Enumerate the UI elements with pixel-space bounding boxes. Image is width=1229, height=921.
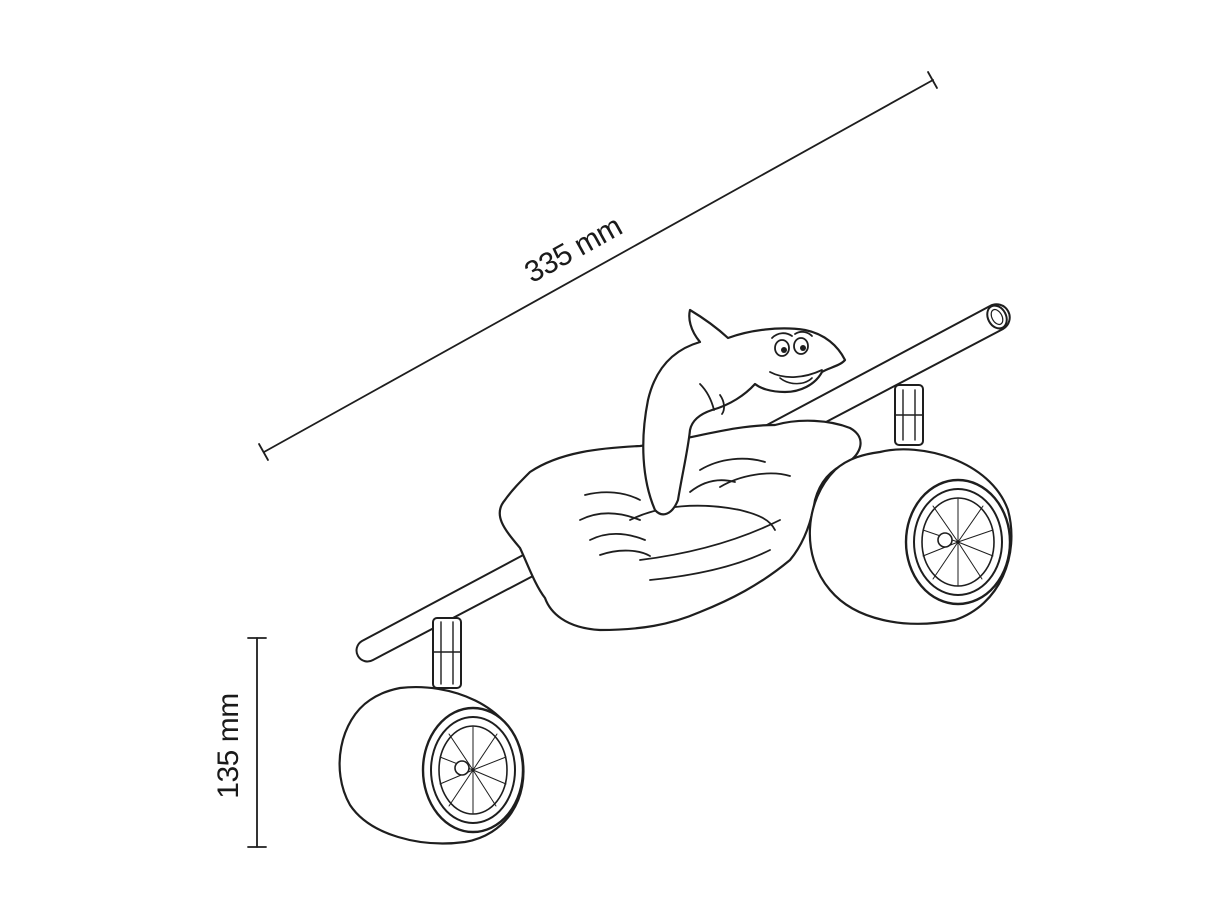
spot-lamp-left [338,617,525,845]
height-dimension: 135 mm [212,637,267,848]
length-end-tick-left [258,443,269,461]
height-dimension-label: 135 mm [212,693,245,798]
spot-lamp-right [808,384,1013,625]
dolphin-decor [642,308,847,516]
lamp-right-bulb [937,532,953,548]
dolphin-eye-left [774,339,790,357]
length-dimension-line [263,79,934,453]
length-dimension-label: 335 mm [519,210,627,290]
wave-decor-plate [498,419,862,632]
lamp-left-bulb [454,760,470,776]
length-end-tick-right [927,71,938,89]
dolphin-eye-right [793,337,809,355]
